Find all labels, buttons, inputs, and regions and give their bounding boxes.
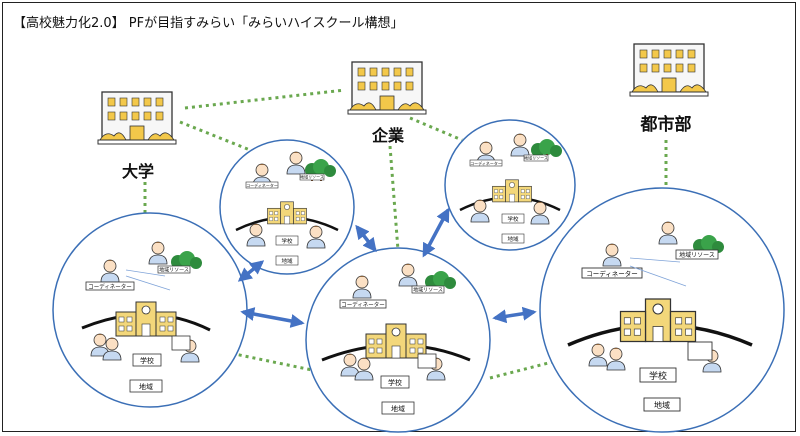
region-label: 地域 [654,400,670,410]
region-label: 地域 [391,404,405,413]
resources-label: 地域リソース [679,251,715,259]
coordinator-label: コーディネーター [88,283,132,291]
school-label: 学校 [388,378,402,387]
region-label: 地域 [139,382,153,391]
link-company-center [388,145,400,251]
school-label: 学校 [281,237,293,245]
city-building-icon: 都市部 [629,43,709,136]
link-university-company [184,88,346,110]
region-3: コーディネーター 地域リソース 学校 地域 [321,263,471,415]
link-university-region2 [179,120,256,154]
coordinator-label: コーディネーター [341,301,385,309]
resources-label: 地域リソース [300,174,324,180]
coordinator-label: コーディネーター [246,182,278,188]
company-building-icon: 企業 [347,61,427,146]
region-4: コーディネーター 地域リソース 学校 地域 [459,133,562,244]
university-building-icon: 大学 [97,91,177,182]
school-label: 学校 [140,356,154,365]
region-label: 地域 [281,257,293,265]
city-label: 都市部 [640,114,692,135]
coordinator-label: コーディネーター [586,269,638,278]
diagram-title: 【高校魅力化2.0】 PFが目指すみらい「みらいハイスクール構想」 [13,16,404,31]
region-1: コーディネーター 地域リソース 学校 地域 [81,241,211,393]
resources-label: 地域リソース [524,155,548,161]
school-label: 学校 [507,215,519,223]
coordinator-label: コーディネーター [470,160,502,166]
region-2: コーディネーター 地域リソース 学校 地域 [235,151,339,266]
region-5: コーディネーター 地域リソース 学校 地域 [567,221,753,412]
connection-arrow-icon [237,207,537,328]
region-label: 地域 [507,235,519,243]
link-center-region5 [489,358,561,380]
university-label: 大学 [122,162,154,181]
resources-label: 地域リソース [159,267,189,274]
school-label: 学校 [649,370,667,382]
company-label: 企業 [371,126,405,145]
link-company-region4 [409,116,463,142]
resources-label: 地域リソース [413,287,443,294]
link-region1-center [224,350,313,372]
